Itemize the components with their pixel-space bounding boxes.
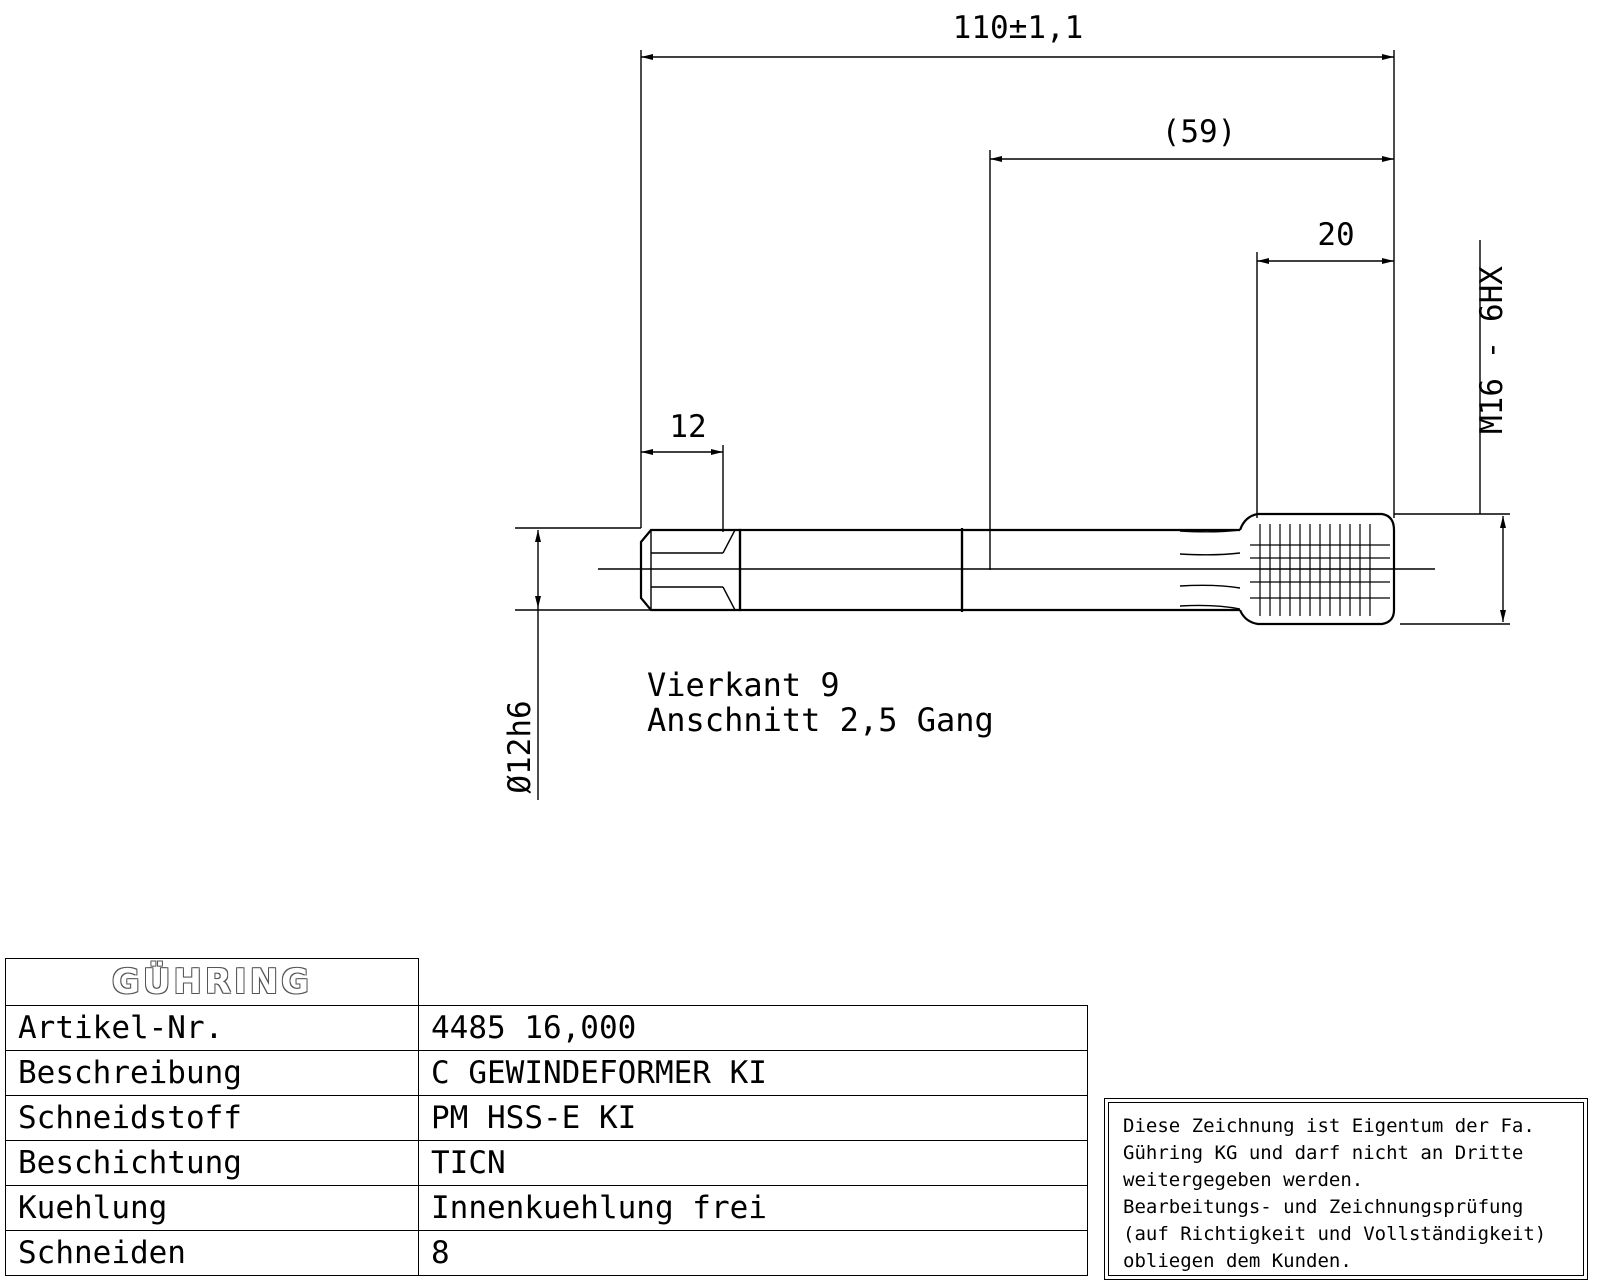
row-value: TICN	[418, 1140, 1088, 1186]
square-drive	[639, 528, 742, 612]
legal-line: (auf Richtigkeit und Vollständigkeit)	[1123, 1223, 1547, 1245]
table-row: Schneidstoff PM HSS-E KI	[5, 1095, 1088, 1141]
legal-notice-inner: Diese Zeichnung ist Eigentum der Fa. Güh…	[1108, 1102, 1584, 1276]
dim-ref-length: (59)	[1162, 114, 1237, 150]
shank	[738, 528, 964, 612]
row-value: C GEWINDEFORMER KI	[418, 1050, 1088, 1096]
legal-line: Diese Zeichnung ist Eigentum der Fa.	[1123, 1115, 1535, 1137]
dim-overall-length: 110±1,1	[953, 10, 1084, 46]
row-value: Innenkuehlung frei	[418, 1185, 1088, 1231]
dim-shank-diameter: Ø12h6	[502, 700, 538, 793]
flutes	[1179, 529, 1241, 610]
row-label: Beschichtung	[5, 1140, 419, 1186]
extension-lines	[515, 50, 1510, 625]
thread-pitch-lines	[1250, 524, 1390, 616]
logo-cell: GÜHRING	[5, 958, 419, 1006]
thread-section	[1238, 512, 1396, 626]
dim-thread-size: M16 - 6HX	[1474, 266, 1510, 434]
legal-line: Bearbeitungs- und Zeichnungsprüfung	[1123, 1196, 1524, 1218]
table-row: Kuehlung Innenkuehlung frei	[5, 1185, 1088, 1231]
legal-notice-box: Diese Zeichnung ist Eigentum der Fa. Güh…	[1104, 1098, 1588, 1280]
row-label: Beschreibung	[5, 1050, 419, 1096]
row-label: Schneidstoff	[5, 1095, 419, 1141]
legal-line: obliegen dem Kunden.	[1123, 1250, 1352, 1272]
table-row: Schneiden 8	[5, 1230, 1088, 1276]
row-label: Kuehlung	[5, 1185, 419, 1231]
row-value: PM HSS-E KI	[418, 1095, 1088, 1141]
legal-line: weitergegeben werden.	[1123, 1169, 1364, 1191]
row-label: Artikel-Nr.	[5, 1005, 419, 1051]
dim-thread-length: 20	[1317, 217, 1354, 253]
neck	[962, 528, 1240, 612]
note-square: Vierkant 9	[647, 666, 840, 704]
dim-square-length: 12	[669, 409, 706, 445]
row-value: 8	[418, 1230, 1088, 1276]
logo-row: GÜHRING	[5, 958, 1088, 1006]
table-row: Beschreibung C GEWINDEFORMER KI	[5, 1050, 1088, 1096]
legal-line: Gühring KG und darf nicht an Dritte	[1123, 1142, 1524, 1164]
table-row: Beschichtung TICN	[5, 1140, 1088, 1186]
row-label: Schneiden	[5, 1230, 419, 1276]
guehring-logo: GÜHRING	[111, 962, 313, 1002]
row-value: 4485 16,000	[418, 1005, 1088, 1051]
title-block-table: GÜHRING Artikel-Nr. 4485 16,000 Beschrei…	[5, 958, 1088, 1276]
note-chamfer: Anschnitt 2,5 Gang	[647, 701, 994, 739]
table-row: Artikel-Nr. 4485 16,000	[5, 1005, 1088, 1051]
dimension-lines	[535, 54, 1506, 800]
tap-tool	[598, 512, 1435, 626]
